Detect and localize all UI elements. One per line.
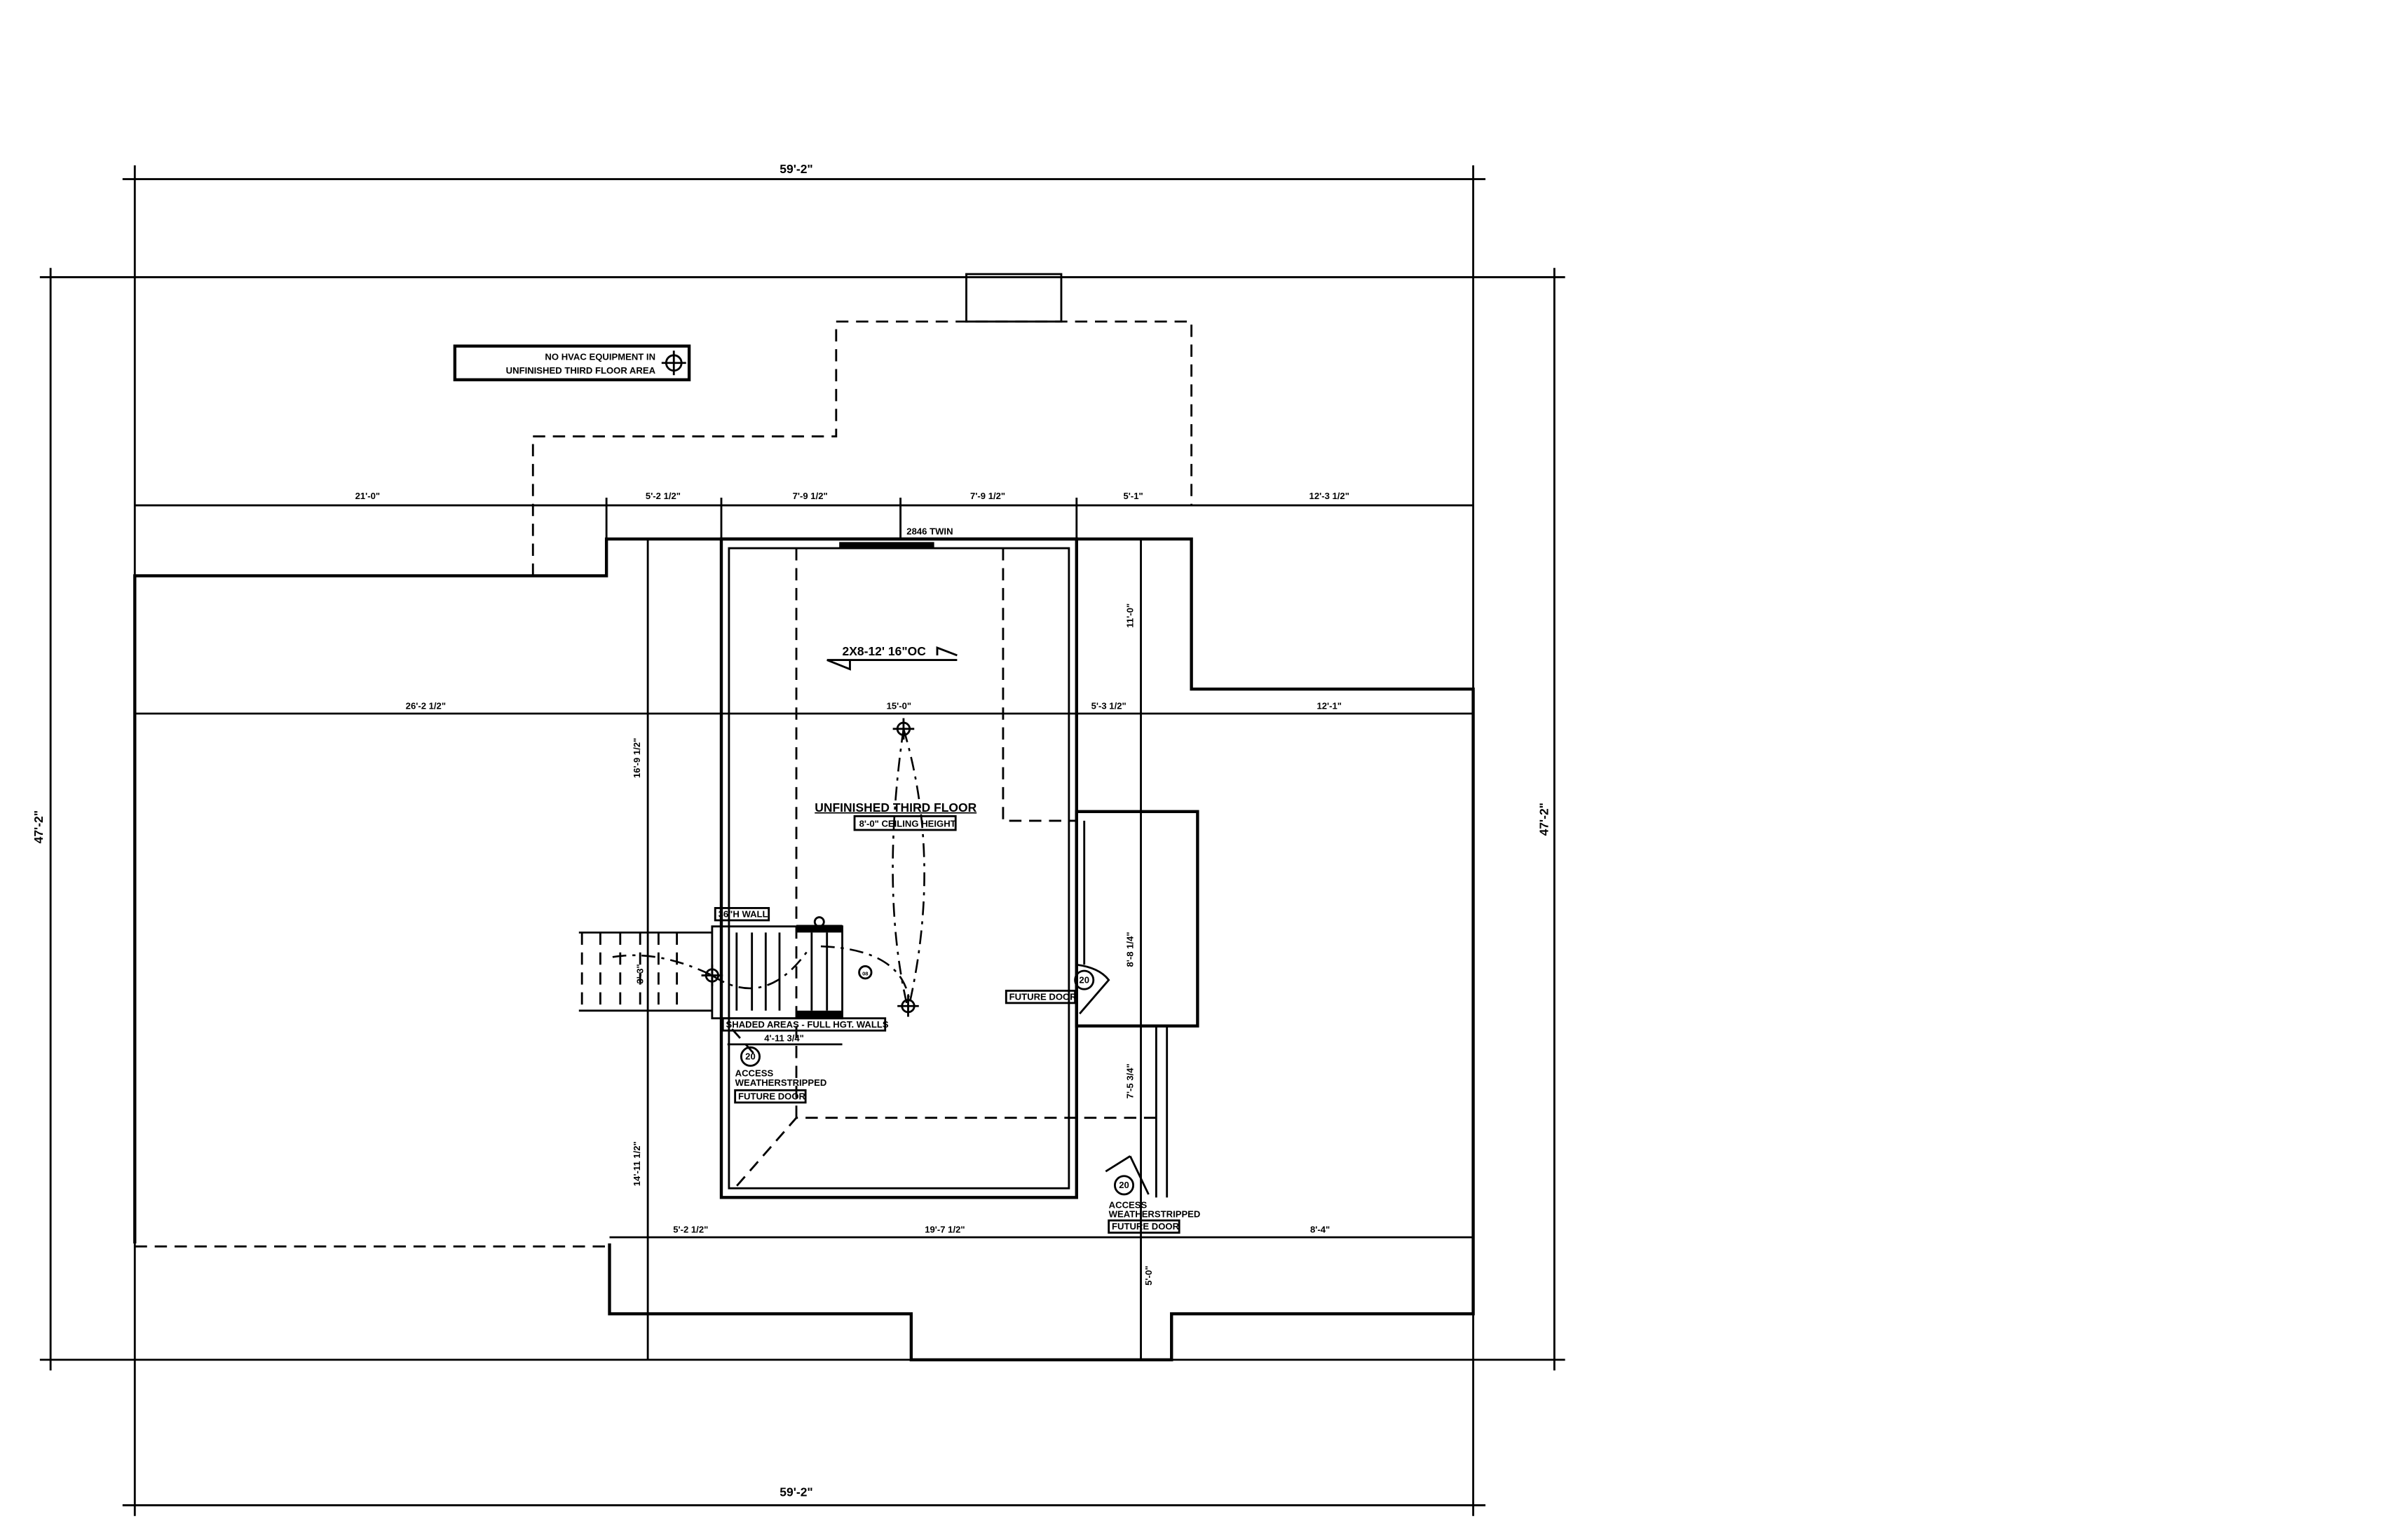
dim-low-3: 8'-4": [1310, 1225, 1330, 1235]
room-walls: 2846 TWIN: [719, 526, 1199, 1199]
weatherstripped-label: WEATHERSTRIPPED: [735, 1077, 827, 1088]
future-door-south: 20 ACCESS WEATHERSTRIPPED FUTURE DOOR: [1105, 1155, 1201, 1234]
future-door-east: 20 FUTURE DOOR: [1005, 963, 1110, 1015]
dim-left-v2: 14'-11 1/2": [632, 1141, 642, 1186]
dim-upper-5: 5'-1": [1123, 491, 1143, 501]
door-tag: 20: [1119, 1180, 1129, 1190]
window-2846-twin: [839, 542, 934, 549]
future-door-label: FUTURE DOOR: [1112, 1221, 1180, 1232]
dim-low-2: 19'-7 1/2": [925, 1225, 965, 1235]
dim-top: 59'-2": [780, 162, 812, 176]
dim-mid-1: 26'-2 1/2": [406, 700, 446, 711]
dim-mid-3: 5'-3 1/2": [1091, 700, 1127, 711]
light-fixture-icon: [892, 718, 915, 740]
shaded-note: SHADED AREAS - FULL HGT. WALLS: [726, 1019, 889, 1030]
dim-right-v3: 7'-5 3/4": [1125, 1063, 1136, 1098]
dim-upper-2: 5'-2 1/2": [646, 491, 681, 501]
dim-bottom: 59'-2": [780, 1485, 812, 1499]
light-fixture-icon: [897, 995, 919, 1017]
lighting: 08: [612, 718, 925, 1017]
door-tag: 20: [745, 1051, 756, 1062]
smoke-detector-icon: 08: [858, 965, 873, 980]
dim-right-v1: 11'-0": [1125, 604, 1136, 628]
future-door-stair: 20 ACCESS WEATHERSTRIPPED FUTURE DOOR: [731, 1028, 827, 1104]
dim-upper-1: 21'-0": [355, 491, 381, 501]
ceiling-height: 8'-0" CEILING HEIGHT: [859, 819, 956, 829]
dim-upper-3: 7'-9 1/2": [793, 491, 828, 501]
access-label: ACCESS: [1109, 1200, 1148, 1211]
crosshair-icon: [661, 350, 686, 376]
joist-label: 2X8-12' 16"OC: [843, 644, 927, 658]
future-door-label: FUTURE DOOR: [738, 1091, 806, 1102]
hvac-note-line2: UNFINISHED THIRD FLOOR AREA: [506, 365, 656, 376]
future-door-label: FUTURE DOOR: [1009, 992, 1077, 1002]
stairs: 3'-3" 36"H WALL SHADED AREAS - FULL HGT.…: [578, 907, 889, 1046]
light-fixture-icon: [813, 916, 825, 928]
dim-mid-4: 12'-1": [1316, 700, 1342, 711]
wall-note: 36"H WALL: [719, 909, 768, 920]
dim-upper-4: 7'-9 1/2": [970, 491, 1005, 501]
dim-right-v4: 5'-0": [1143, 1266, 1154, 1286]
light-fixture-icon: [701, 965, 723, 986]
dim-mid-2: 15'-0": [887, 700, 912, 711]
hvac-note: NO HVAC EQUIPMENT IN UNFINISHED THIRD FL…: [453, 344, 691, 381]
dim-left: 47'-2": [32, 810, 46, 843]
weatherstripped-label: WEATHERSTRIPPED: [1109, 1209, 1201, 1220]
dim-right: 47'-2": [1537, 803, 1551, 836]
hvac-note-line1: NO HVAC EQUIPMENT IN: [545, 351, 655, 362]
dim-right-v2: 8'-8 1/4": [1125, 932, 1136, 967]
door-tag: 20: [1079, 974, 1089, 985]
access-label: ACCESS: [735, 1068, 774, 1079]
dim-left-v1: 16'-9 1/2": [632, 738, 642, 778]
dim-upper-6: 12'-3 1/2": [1309, 491, 1349, 501]
chimney: [965, 273, 1063, 323]
dimension-strings: 21'-0" 5'-2 1/2" 7'-9 1/2" 7'-9 1/2" 5'-…: [135, 491, 1473, 1360]
joist-note: 2X8-12' 16"OC: [826, 644, 958, 671]
stair-width: 4'-11 3/4": [764, 1033, 804, 1043]
fixture-tag: 08: [862, 971, 868, 977]
stair-depth: 3'-3": [635, 964, 646, 983]
building-outline: [133, 273, 1475, 1362]
dim-low-1: 5'-2 1/2": [673, 1225, 708, 1235]
window-label: 2846 TWIN: [906, 526, 953, 536]
